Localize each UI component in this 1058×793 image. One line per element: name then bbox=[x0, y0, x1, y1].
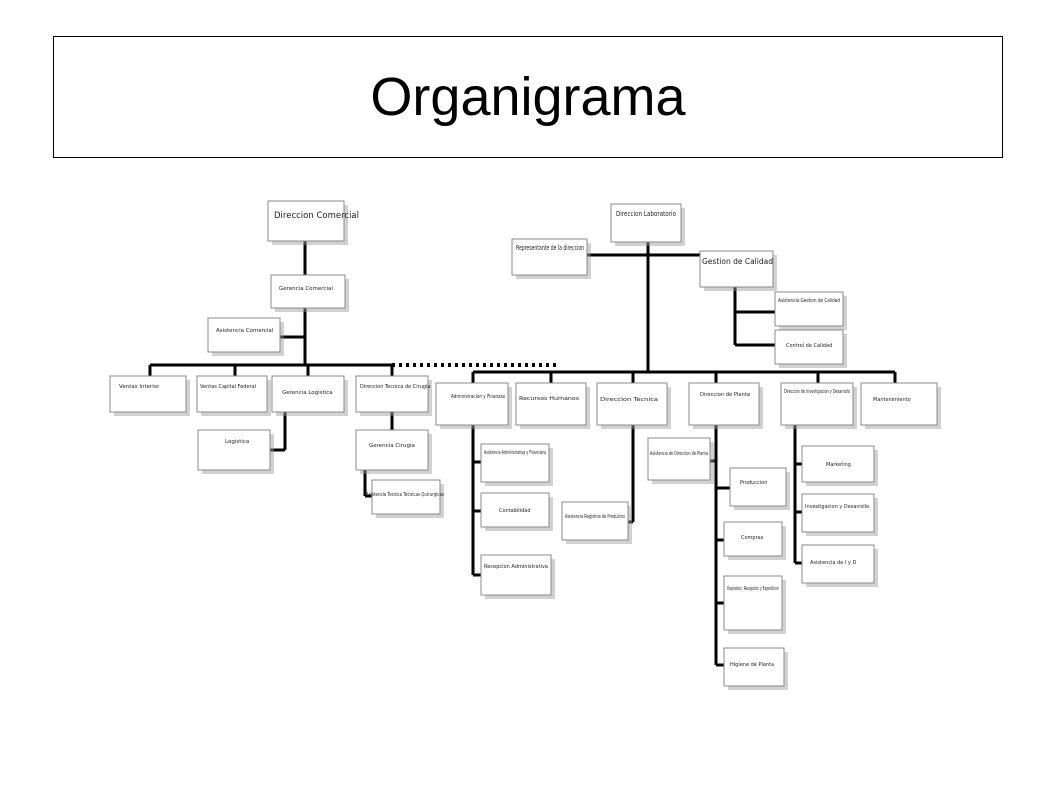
node-asistencia-id: Asistencia de I y D bbox=[801, 544, 878, 587]
node-direccion-tecnica: Direccion Tecnica bbox=[596, 382, 671, 429]
node-marketing: Marketing bbox=[801, 445, 878, 486]
node-label: Recepcion Administrativa bbox=[484, 564, 548, 570]
node-label: Direccion de Planta bbox=[700, 392, 750, 398]
node-label: Gerencia Cirugia bbox=[369, 443, 415, 449]
node-label: Administracion y Finanzas bbox=[451, 394, 505, 400]
node-asistencia-tecnica: Asistencia Tecnica Tecnicas Quirurgicas bbox=[366, 479, 444, 518]
title-box: Organigrama bbox=[53, 36, 1003, 158]
node-label: Asistencia Administrativa y Financiera bbox=[484, 450, 546, 456]
node-gestion-calidad: Gestion de Calidad bbox=[699, 250, 777, 291]
node-asistencia-comercial: Asistencia Comercial bbox=[207, 317, 284, 356]
node-direccion-laboratorio: Direccion Laboratorio bbox=[610, 203, 685, 246]
node-asistencia-direccion-planta: Asistencia de Direccion de Planta bbox=[647, 437, 714, 484]
node-compras: Compras bbox=[723, 521, 786, 560]
node-label: Direccion Tecnica de Cirugia bbox=[360, 384, 431, 390]
node-label: Direccion de Investigacion y Desarrollo bbox=[784, 389, 850, 395]
node-label: Logistica bbox=[225, 439, 249, 445]
node-label: Contabilidad bbox=[499, 508, 531, 514]
node-label: Gerencia Comercial bbox=[279, 286, 333, 292]
node-label: Representante de la direccion bbox=[516, 244, 584, 252]
node-label: Higiene de Planta bbox=[730, 662, 774, 668]
node-label: Mantenimiento bbox=[873, 397, 911, 403]
node-direccion-tecnica-cirugia: Direccion Tecnica de Cirugia bbox=[355, 375, 432, 416]
node-asistencia-admin: Asistencia Administrativa y Financiera bbox=[480, 443, 553, 486]
node-higiene: Higiene de Planta bbox=[723, 647, 788, 690]
node-gerencia-cirugia: Gerencia Cirugia bbox=[355, 429, 432, 474]
node-control-calidad: Control de Calidad bbox=[774, 329, 847, 368]
node-label: Direccion Comercial bbox=[274, 211, 359, 221]
node-label: Asistencia Tecnica Tecnicas Quirurgicas bbox=[366, 492, 444, 498]
page-title: Organigrama bbox=[370, 67, 686, 127]
node-recursos-humanos: Recursos Humanos bbox=[515, 382, 590, 429]
node-gerencia-comercial: Gerencia Comercial bbox=[270, 274, 349, 312]
node-direccion-comercial: Direccion Comercial bbox=[267, 200, 359, 245]
node-investigacion: Investigacion y Desarrollo bbox=[801, 493, 878, 536]
node-label: Asistencia de I y D bbox=[810, 560, 856, 566]
node-label: Compras bbox=[741, 535, 764, 541]
node-asistencia-gestion-calidad: Asistencia Gestion de Calidad bbox=[774, 291, 847, 330]
node-label: Produccion bbox=[740, 480, 767, 486]
node-asistencia-registros: Asistencia Registros de Productos bbox=[561, 501, 632, 544]
node-logistica: Logistica bbox=[197, 429, 274, 474]
node-ventas-capital: Ventas Capital Federal bbox=[196, 375, 271, 416]
node-label: Asistencia Comercial bbox=[216, 328, 274, 334]
node-produccion: Produccion bbox=[729, 467, 790, 510]
node-administracion-finanzas: Administracion y Finanzas bbox=[435, 382, 512, 429]
node-label: Gestion de Calidad bbox=[702, 257, 773, 266]
node-representante: Representante de la direccion bbox=[511, 238, 591, 279]
node-direccion-planta: Direccion de Planta bbox=[688, 382, 763, 429]
node-label: Asistencia de Direccion de Planta bbox=[650, 451, 708, 457]
node-label: Ventas Interior bbox=[119, 384, 160, 390]
node-gerencia-logistica: Gerencia Logistica bbox=[271, 375, 348, 416]
node-label: Asistencia Registros de Productos bbox=[565, 514, 625, 520]
node-label: Depositos, Recepcion y Expedicion bbox=[727, 586, 779, 592]
node-direccion-id: Direccion de Investigacion y Desarrollo bbox=[780, 382, 857, 429]
node-mantenimiento: Mantenimiento bbox=[860, 382, 941, 429]
node-label: Control de Calidad bbox=[786, 343, 832, 349]
connector-lines bbox=[148, 240, 897, 667]
node-label: Asistencia Gestion de Calidad bbox=[778, 298, 840, 304]
node-label: Investigacion y Desarrollo bbox=[805, 504, 869, 510]
node-depositos: Depositos, Recepcion y Expedicion bbox=[723, 575, 786, 634]
node-ventas-interior: Ventas Interior bbox=[109, 375, 190, 416]
node-label: Recursos Humanos bbox=[519, 396, 579, 402]
node-label: Direccion Tecnica bbox=[600, 397, 658, 403]
node-contabilidad: Contabilidad bbox=[480, 492, 553, 531]
node-label: Ventas Capital Federal bbox=[200, 384, 256, 390]
node-label: Direccion Laboratorio bbox=[616, 210, 676, 218]
node-label: Gerencia Logistica bbox=[282, 390, 333, 396]
node-label: Marketing bbox=[826, 462, 851, 468]
node-recepcion-admin: Recepcion Administrativa bbox=[480, 554, 555, 599]
